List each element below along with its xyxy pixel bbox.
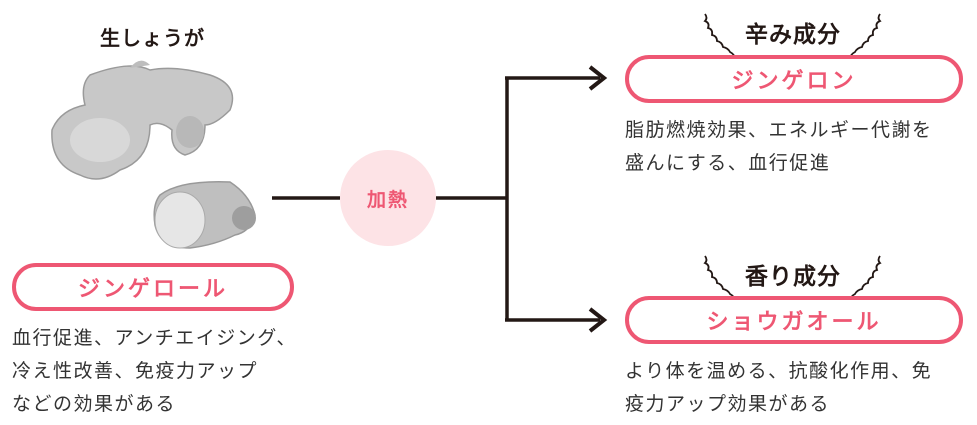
flow-connectors — [272, 65, 608, 333]
description-line: より体を温める、抗酸化作用、免 — [625, 360, 933, 382]
description-line: 脂肪燃焼効果、エネルギー代謝を — [625, 119, 933, 141]
description-line: 血行促進、アンチエイジング、 — [12, 327, 297, 349]
aroma-component-heading: 香り成分 — [745, 264, 841, 290]
description-line: 盛んにする、血行促進 — [625, 152, 831, 174]
gingerol-description: 血行促進、アンチエイジング、 冷え性改善、免疫力アップ などの効果がある — [12, 322, 297, 421]
zingerone-description: 脂肪燃焼効果、エネルギー代謝を 盛んにする、血行促進 — [625, 114, 933, 180]
shogaol-description: より体を温める、抗酸化作用、免 疫力アップ効果がある — [625, 355, 932, 421]
shogaol-badge: ショウガオール — [625, 296, 963, 344]
description-line: などの効果がある — [12, 393, 177, 415]
zingerone-badge: ジンゲロン — [625, 55, 963, 103]
raw-ginger-title: 生しょうが — [100, 26, 205, 50]
gingerol-badge: ジンゲロール — [12, 263, 294, 311]
description-line: 疫力アップ効果がある — [625, 393, 831, 415]
pungent-component-heading: 辛み成分 — [745, 22, 841, 48]
description-line: 冷え性改善、免疫力アップ — [12, 360, 259, 382]
heating-node: 加熱 — [340, 150, 436, 246]
ginger-illustration — [51, 60, 256, 249]
